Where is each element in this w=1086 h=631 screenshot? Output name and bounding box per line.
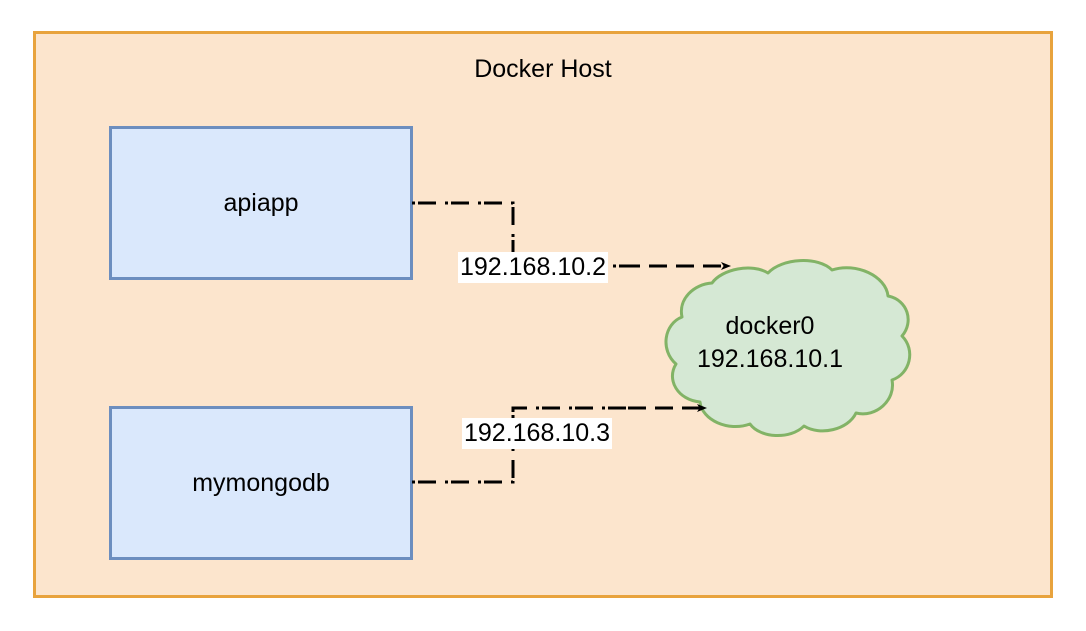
docker0-cloud-shape[interactable] [664, 259, 912, 438]
container-box-apiapp[interactable] [109, 126, 413, 280]
edge-label-mymongodb-ip: 192.168.10.3 [462, 418, 612, 449]
edge-label-apiapp-ip: 192.168.10.2 [458, 252, 608, 283]
container-box-mymongodb[interactable] [109, 406, 413, 560]
